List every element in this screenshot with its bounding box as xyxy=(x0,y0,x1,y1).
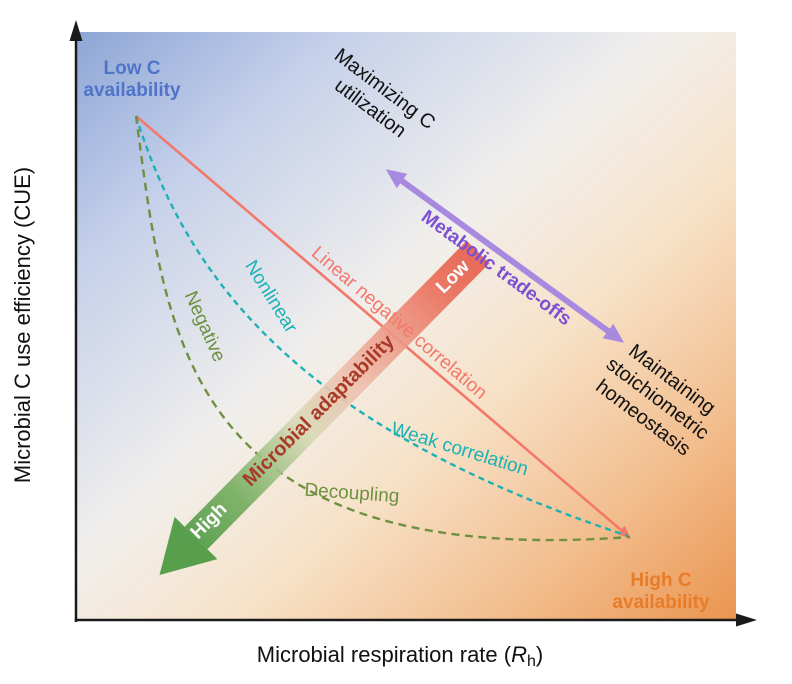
negative-decoupling-curve xyxy=(134,115,631,542)
high-c-line2: availability xyxy=(612,592,710,613)
metabolic-tradeoffs-arrowhead-lower xyxy=(602,323,625,343)
metabolic-tradeoffs-arrow xyxy=(399,178,611,334)
x-axis-label-variable: R xyxy=(511,642,527,667)
low-c-availability-label: Low C availability xyxy=(83,58,181,101)
nonlinear-weak-correlation-curve xyxy=(134,115,629,538)
linear-correlation-line xyxy=(135,115,622,531)
high-c-availability-label: High C availability xyxy=(612,570,710,613)
x-axis-label-subscript: h xyxy=(527,653,536,670)
x-axis-arrowhead xyxy=(736,613,757,627)
x-axis-label-close: ) xyxy=(536,642,543,667)
y-axis-arrowhead xyxy=(69,20,83,41)
y-axis-label: Microbial C use efficiency (CUE) xyxy=(10,167,35,483)
adaptability-arrowhead xyxy=(159,516,218,575)
adaptability-arrow-band xyxy=(184,240,490,550)
high-c-line1: High C xyxy=(630,570,691,591)
low-c-line2: availability xyxy=(83,80,181,101)
x-axis-label: Microbial respiration rate (Rh) xyxy=(257,642,543,670)
metabolic-tradeoffs-arrowhead-upper xyxy=(385,169,408,189)
low-c-line1: Low C xyxy=(104,58,161,79)
x-axis-label-prefix: Microbial respiration rate ( xyxy=(257,642,512,667)
